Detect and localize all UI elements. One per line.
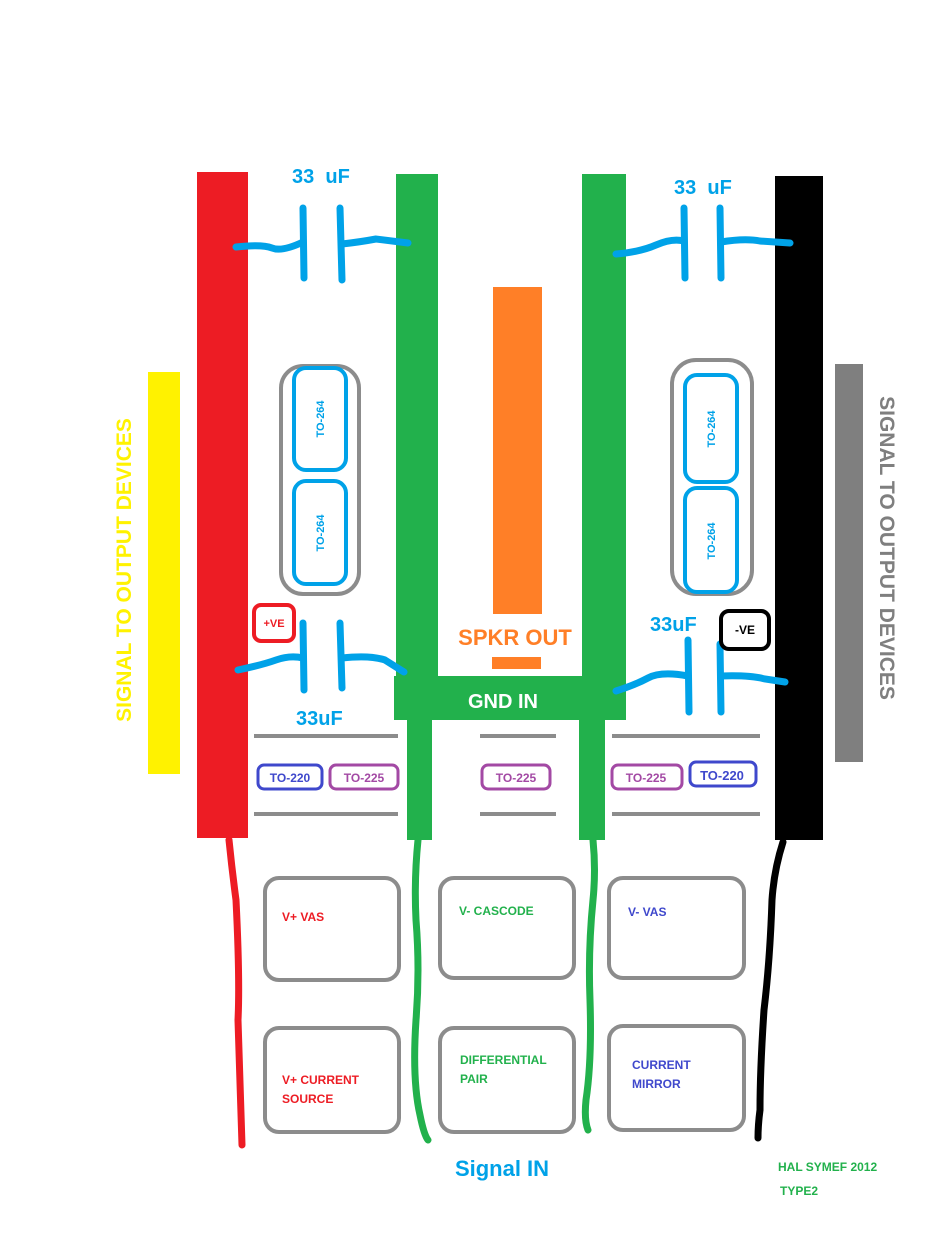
ground-rail-left — [396, 174, 438, 720]
yellow-signal-bar — [148, 372, 180, 774]
diff-pair-label-line2: PAIR — [460, 1072, 488, 1086]
ground-rail-left-lower — [407, 718, 432, 840]
to264-label: TO-264 — [315, 400, 327, 438]
vplus-vas-label: V+ VAS — [282, 910, 324, 924]
speaker-out-stub — [492, 657, 541, 669]
cap-label-top-right: 33 uF — [674, 177, 732, 199]
to225-left-label: TO-225 — [344, 771, 385, 785]
heatsink-lines — [254, 734, 760, 816]
capacitor-top-right — [612, 204, 794, 282]
ground-rail-right — [582, 174, 626, 720]
speaker-out-bar — [493, 287, 542, 614]
gnd-in-label: GND IN — [468, 691, 538, 713]
to220-left-box — [256, 763, 324, 791]
to225-center-box — [480, 763, 552, 791]
signal-to-output-right: SIGNAL TO OUTPUT DEVICES — [875, 396, 898, 700]
credit-line2: TYPE2 — [780, 1184, 818, 1198]
gnd-in-bar — [394, 676, 626, 720]
current-mirror-label-line1: CURRENT — [632, 1058, 691, 1072]
signal-to-output-left: SIGNAL TO OUTPUT DEVICES — [113, 418, 136, 722]
stage-boxes — [263, 876, 746, 1134]
to225-left-box — [328, 763, 400, 791]
to220-right-label: TO-220 — [700, 768, 744, 783]
to264-package — [292, 479, 348, 586]
current-mirror-box — [607, 1024, 746, 1132]
vplus-vas-box — [263, 876, 401, 982]
current-source-label-line1: V+ CURRENT — [282, 1073, 360, 1087]
ground-wire-right — [581, 836, 598, 1134]
diff-pair-label-line1: DIFFERENTIAL — [460, 1053, 547, 1067]
positive-wire — [225, 836, 246, 1149]
to225-right-box — [610, 763, 684, 791]
vminus-vas-label: V- VAS — [628, 905, 666, 919]
capacitor-top-left — [232, 204, 412, 284]
to225-center-label: TO-225 — [496, 771, 537, 785]
cap-label-mid-right: 33uF — [650, 614, 697, 636]
negative-ve-label: -VE — [735, 623, 755, 637]
speaker-out-label: SPKR OUT — [458, 625, 572, 650]
gray-signal-bar — [835, 364, 863, 762]
to264-label: TO-264 — [315, 514, 327, 552]
capacitor-mid-right — [612, 636, 789, 716]
negative-ve-box — [719, 609, 771, 651]
to220-left-label: TO-220 — [270, 771, 311, 785]
negative-wire — [754, 838, 787, 1142]
current-mirror-label-line2: MIRROR — [632, 1077, 681, 1091]
to264-package — [683, 373, 739, 484]
positive-ve-box — [252, 603, 296, 643]
ground-rail-right-lower — [579, 718, 605, 840]
to264-label: TO-264 — [706, 522, 718, 560]
to264-package — [292, 366, 348, 472]
to225-right-label: TO-225 — [626, 771, 667, 785]
ground-wire-left — [411, 836, 432, 1144]
cap-label-mid-left: 33uF — [296, 708, 343, 730]
vminus-cascode-box — [438, 876, 576, 980]
positive-ve-label: +VE — [263, 618, 284, 630]
to220-right-box — [688, 760, 758, 788]
diff-pair-box — [438, 1026, 576, 1134]
capacitor-mid-left — [234, 619, 408, 694]
cap-label-top-left: 33 uF — [292, 166, 350, 188]
current-source-box — [263, 1026, 401, 1134]
signal-in-label: Signal IN — [455, 1156, 549, 1181]
positive-rail — [197, 172, 248, 838]
to264-label: TO-264 — [706, 410, 718, 448]
credit-line1: HAL SYMEF 2012 — [778, 1160, 877, 1174]
negative-rail — [775, 176, 823, 840]
vminus-cascode-label: V- CASCODE — [459, 904, 534, 918]
current-source-label-line2: SOURCE — [282, 1092, 333, 1106]
to264-package — [683, 486, 739, 594]
vminus-vas-box — [607, 876, 746, 980]
